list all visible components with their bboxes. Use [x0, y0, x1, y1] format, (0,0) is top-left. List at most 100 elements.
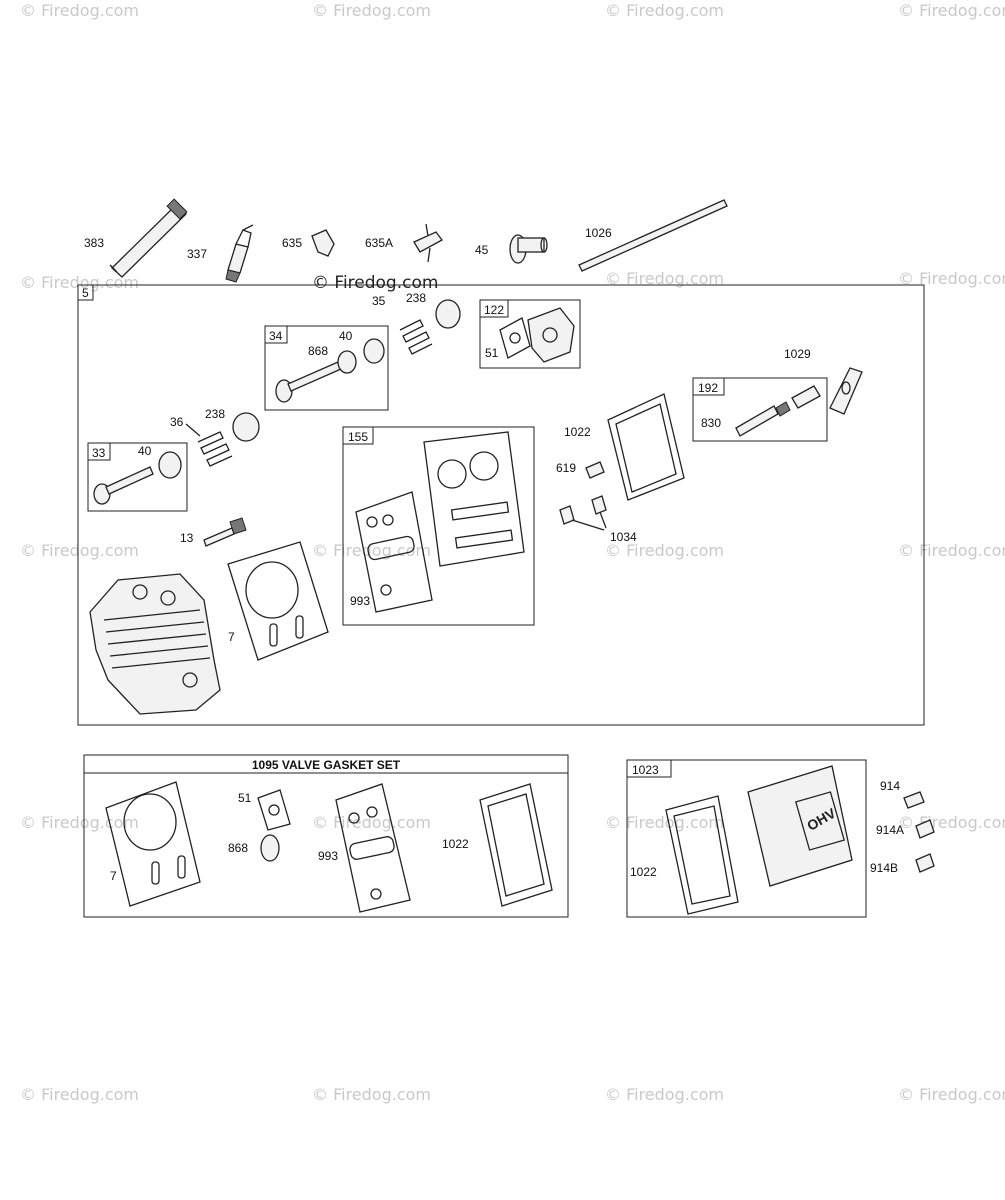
- group-5-frame: [77, 284, 925, 726]
- watermark: © Firedog.com: [605, 541, 724, 560]
- label-1029: 1029: [784, 347, 811, 361]
- part-635A[interactable]: [413, 223, 443, 263]
- watermark: © Firedog.com: [20, 1085, 139, 1104]
- label-13: 13: [180, 531, 194, 545]
- part-7-head-gasket[interactable]: [227, 541, 329, 661]
- label-993-set: 993: [318, 849, 338, 863]
- part-45-stud[interactable]: [509, 234, 548, 264]
- watermark: © Firedog.com: [20, 541, 139, 560]
- gasket-set-title: 1095 VALVE GASKET SET: [252, 758, 401, 772]
- label-40: 40: [339, 329, 353, 343]
- part-34-valve[interactable]: [275, 361, 342, 403]
- part-914-screw[interactable]: [903, 791, 925, 809]
- part-1029-rocker[interactable]: [829, 367, 863, 415]
- part-40-retainer[interactable]: [158, 451, 182, 479]
- part-cylinder-head[interactable]: [89, 573, 221, 715]
- label-238: 238: [406, 291, 426, 305]
- part-122-breather[interactable]: [527, 307, 575, 363]
- part-155-intake-gasket[interactable]: [423, 431, 525, 567]
- part-1022-gasket[interactable]: [479, 783, 553, 907]
- part-993-gasket[interactable]: [335, 783, 411, 913]
- label-619: 619: [556, 461, 576, 475]
- watermark: © Firedog.com: [312, 1, 431, 20]
- part-868-seal[interactable]: [260, 834, 280, 862]
- watermark: © Firedog.com: [605, 269, 724, 288]
- part-238-cap[interactable]: [232, 412, 260, 442]
- label-337: 337: [187, 247, 207, 261]
- part-914B-screw[interactable]: [915, 853, 935, 873]
- group-155-number: 155: [348, 430, 368, 444]
- label-635: 635: [282, 236, 302, 250]
- part-635-boot[interactable]: [311, 229, 335, 257]
- label-993: 993: [350, 594, 370, 608]
- part-7-head-gasket[interactable]: [105, 781, 201, 907]
- watermark: © Firedog.com: [898, 1, 1005, 20]
- label-868: 868: [308, 344, 328, 358]
- part-36-spring[interactable]: [197, 431, 233, 467]
- label-383: 383: [84, 236, 104, 250]
- group-122-frame: [479, 299, 581, 369]
- label-868-set: 868: [228, 841, 248, 855]
- part-1034-clips[interactable]: [559, 495, 607, 531]
- part-1026-push-rod[interactable]: [578, 199, 728, 272]
- watermark: © Firedog.com: [605, 1085, 724, 1104]
- part-1022-gasket[interactable]: [607, 393, 685, 501]
- label-635A: 635A: [365, 236, 393, 250]
- watermark: © Firedog.com: [898, 1085, 1005, 1104]
- watermark: © Firedog.com: [898, 541, 1005, 560]
- group-33-frame: [87, 442, 188, 512]
- watermark: © Firedog.com: [20, 1, 139, 20]
- watermark-grid: © Firedog.com © Firedog.com © Firedog.co…: [20, 1, 1005, 1104]
- label-1026: 1026: [585, 226, 612, 240]
- label-1034: 1034: [610, 530, 637, 544]
- group-33-number: 33: [92, 446, 106, 460]
- group-5-tag: [77, 284, 94, 301]
- group-5-number: 5: [82, 286, 89, 300]
- label-1022: 1022: [564, 425, 591, 439]
- part-830-adjuster[interactable]: [735, 385, 821, 437]
- part-51-gasket[interactable]: [499, 317, 531, 359]
- group-192-number: 192: [698, 381, 718, 395]
- watermark: © Firedog.com: [312, 813, 431, 832]
- watermark: © Firedog.com: [20, 273, 139, 292]
- label-914: 914: [880, 779, 900, 793]
- watermark-main: © Firedog.com: [312, 273, 438, 293]
- group-122-number: 122: [484, 303, 504, 317]
- part-13-bolt[interactable]: [203, 517, 247, 547]
- group-192-frame: [692, 377, 828, 442]
- part-993-gasket[interactable]: [355, 491, 433, 613]
- gasket-set-frame: [83, 754, 569, 918]
- group-1023-tag: [626, 759, 672, 778]
- part-337-spark-plug[interactable]: [225, 224, 254, 283]
- part-51-gasket[interactable]: [257, 789, 291, 831]
- part-35-spring[interactable]: [399, 319, 433, 355]
- group-122-tag: [479, 299, 509, 318]
- part-914A-screw[interactable]: [915, 819, 935, 839]
- watermark: © Firedog.com: [312, 1085, 431, 1104]
- part-868-seal[interactable]: [337, 350, 357, 374]
- group-34-number: 34: [269, 329, 283, 343]
- group-155-tag: [342, 426, 374, 445]
- label-45: 45: [475, 243, 489, 257]
- group-34-tag: [264, 325, 288, 344]
- watermark: © Firedog.com: [312, 541, 431, 560]
- part-40-retainer[interactable]: [363, 338, 385, 364]
- part-1023-valve-cover[interactable]: OHV: [747, 765, 853, 887]
- watermark: © Firedog.com: [898, 269, 1005, 288]
- part-619-bolt[interactable]: [585, 461, 605, 479]
- label-7-set: 7: [110, 869, 117, 883]
- group-33-tag: [87, 442, 111, 461]
- label-914B: 914B: [870, 861, 898, 875]
- part-383-tool[interactable]: [109, 198, 188, 278]
- label-1022-cover: 1022: [630, 865, 657, 879]
- part-33-valve[interactable]: [93, 466, 154, 505]
- label-238-lower: 238: [205, 407, 225, 421]
- label-51: 51: [485, 346, 499, 360]
- part-238-cap[interactable]: [435, 299, 461, 329]
- label-51-set: 51: [238, 791, 252, 805]
- label-830: 830: [701, 416, 721, 430]
- part-1022-gasket[interactable]: [665, 795, 739, 915]
- group-1023-frame: [626, 759, 867, 918]
- group-155-frame: [342, 426, 535, 626]
